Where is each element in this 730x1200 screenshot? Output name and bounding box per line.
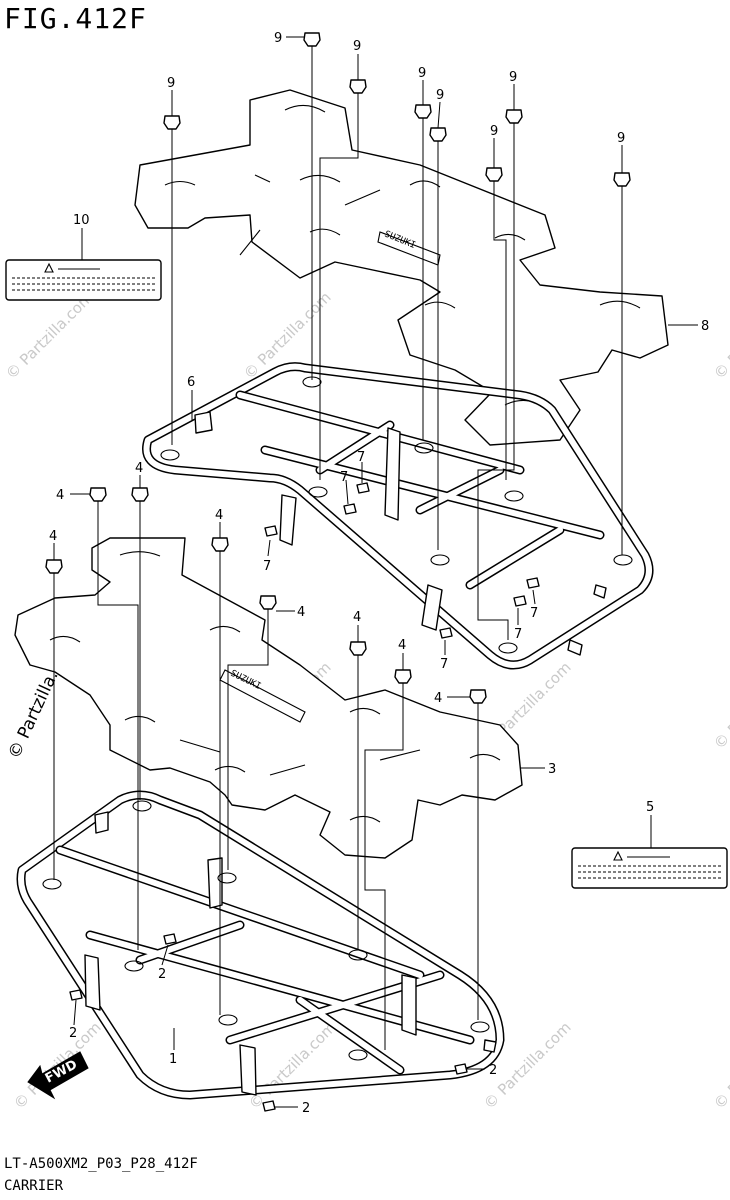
callout-9: 9 xyxy=(167,76,175,91)
callout-4: 4 xyxy=(49,529,57,544)
callouts: 1 2 2 2 2 3 4 4 4 4 4 4 4 4 5 6 7 7 xyxy=(49,31,709,1116)
figure-title: FIG.412F xyxy=(4,2,147,35)
callout-9: 9 xyxy=(490,124,498,139)
callout-5: 5 xyxy=(646,800,654,815)
bolt-icon xyxy=(131,487,149,502)
callout-3: 3 xyxy=(548,762,556,777)
bolt-icon xyxy=(505,109,523,124)
callout-1: 1 xyxy=(169,1052,177,1067)
diagram-code: LT-A500XM2_P03_P28_412F xyxy=(4,1156,198,1172)
warning-label-10 xyxy=(5,259,162,301)
watermark: © Partzilla.com xyxy=(710,288,730,383)
bolt-group-4 xyxy=(45,487,487,1050)
watermark: © Partzilla.com xyxy=(710,658,730,753)
callout-2: 2 xyxy=(489,1063,497,1078)
watermark: © Partzilla.com xyxy=(710,1018,730,1113)
bolt-icon xyxy=(485,167,503,182)
callout-2: 2 xyxy=(302,1101,310,1116)
watermark: © Partzilla.com xyxy=(2,288,97,383)
callout-9: 9 xyxy=(509,70,517,85)
callout-2: 2 xyxy=(69,1026,77,1041)
callout-9: 9 xyxy=(617,131,625,146)
small-bolt-icon xyxy=(454,1063,468,1075)
bolt-group-9 xyxy=(163,32,631,640)
callout-9: 9 xyxy=(418,66,426,81)
callout-9: 9 xyxy=(274,31,282,46)
callout-7: 7 xyxy=(440,657,448,672)
callout-7: 7 xyxy=(340,470,348,485)
small-bolt-icon xyxy=(262,1100,276,1112)
bolt-icon xyxy=(349,641,367,656)
bolt-icon xyxy=(303,32,321,47)
callout-7: 7 xyxy=(357,450,365,465)
callout-2: 2 xyxy=(158,967,166,982)
callout-8: 8 xyxy=(701,319,709,334)
diagram-name: CARRIER xyxy=(4,1178,64,1194)
bolt-icon xyxy=(613,172,631,187)
callout-4: 4 xyxy=(215,508,223,523)
callout-4: 4 xyxy=(434,691,442,706)
bolt-icon xyxy=(211,537,229,552)
bolt-icon xyxy=(163,115,181,130)
callout-4: 4 xyxy=(135,461,143,476)
callout-7: 7 xyxy=(530,606,538,621)
small-bolt-icon xyxy=(264,525,278,537)
front-carrier-cover: SUZUKI xyxy=(14,537,523,859)
callout-9: 9 xyxy=(436,88,444,103)
warning-label-5 xyxy=(571,847,728,889)
bolt-icon xyxy=(259,595,277,610)
callout-4: 4 xyxy=(398,638,406,653)
callout-9: 9 xyxy=(353,39,361,54)
bolt-icon xyxy=(429,127,447,142)
bolt-icon xyxy=(45,559,63,574)
callout-4: 4 xyxy=(56,488,64,503)
small-bolt-icon xyxy=(513,595,527,607)
bolt-group-2 xyxy=(69,933,468,1112)
rear-carrier-cover: SUZUKI xyxy=(134,89,669,446)
callout-6: 6 xyxy=(187,375,195,390)
callout-7: 7 xyxy=(514,627,522,642)
small-bolt-icon xyxy=(439,627,453,639)
bolt-icon xyxy=(89,487,107,502)
small-bolt-icon xyxy=(163,933,177,945)
bolt-icon xyxy=(469,689,487,704)
bolt-icon xyxy=(349,79,367,94)
callout-4: 4 xyxy=(297,605,305,620)
small-bolt-icon xyxy=(356,482,370,494)
small-bolt-icon xyxy=(526,577,540,589)
bolt-icon xyxy=(394,669,412,684)
callout-4: 4 xyxy=(353,610,361,625)
front-carrier-frame xyxy=(16,790,505,1100)
bolt-group-7 xyxy=(264,482,540,639)
small-bolt-icon xyxy=(69,989,83,1001)
callout-10: 10 xyxy=(73,213,90,228)
callout-7: 7 xyxy=(263,559,271,574)
rear-carrier-frame xyxy=(142,362,654,670)
small-bolt-icon xyxy=(343,503,357,515)
bolt-icon xyxy=(414,104,432,119)
